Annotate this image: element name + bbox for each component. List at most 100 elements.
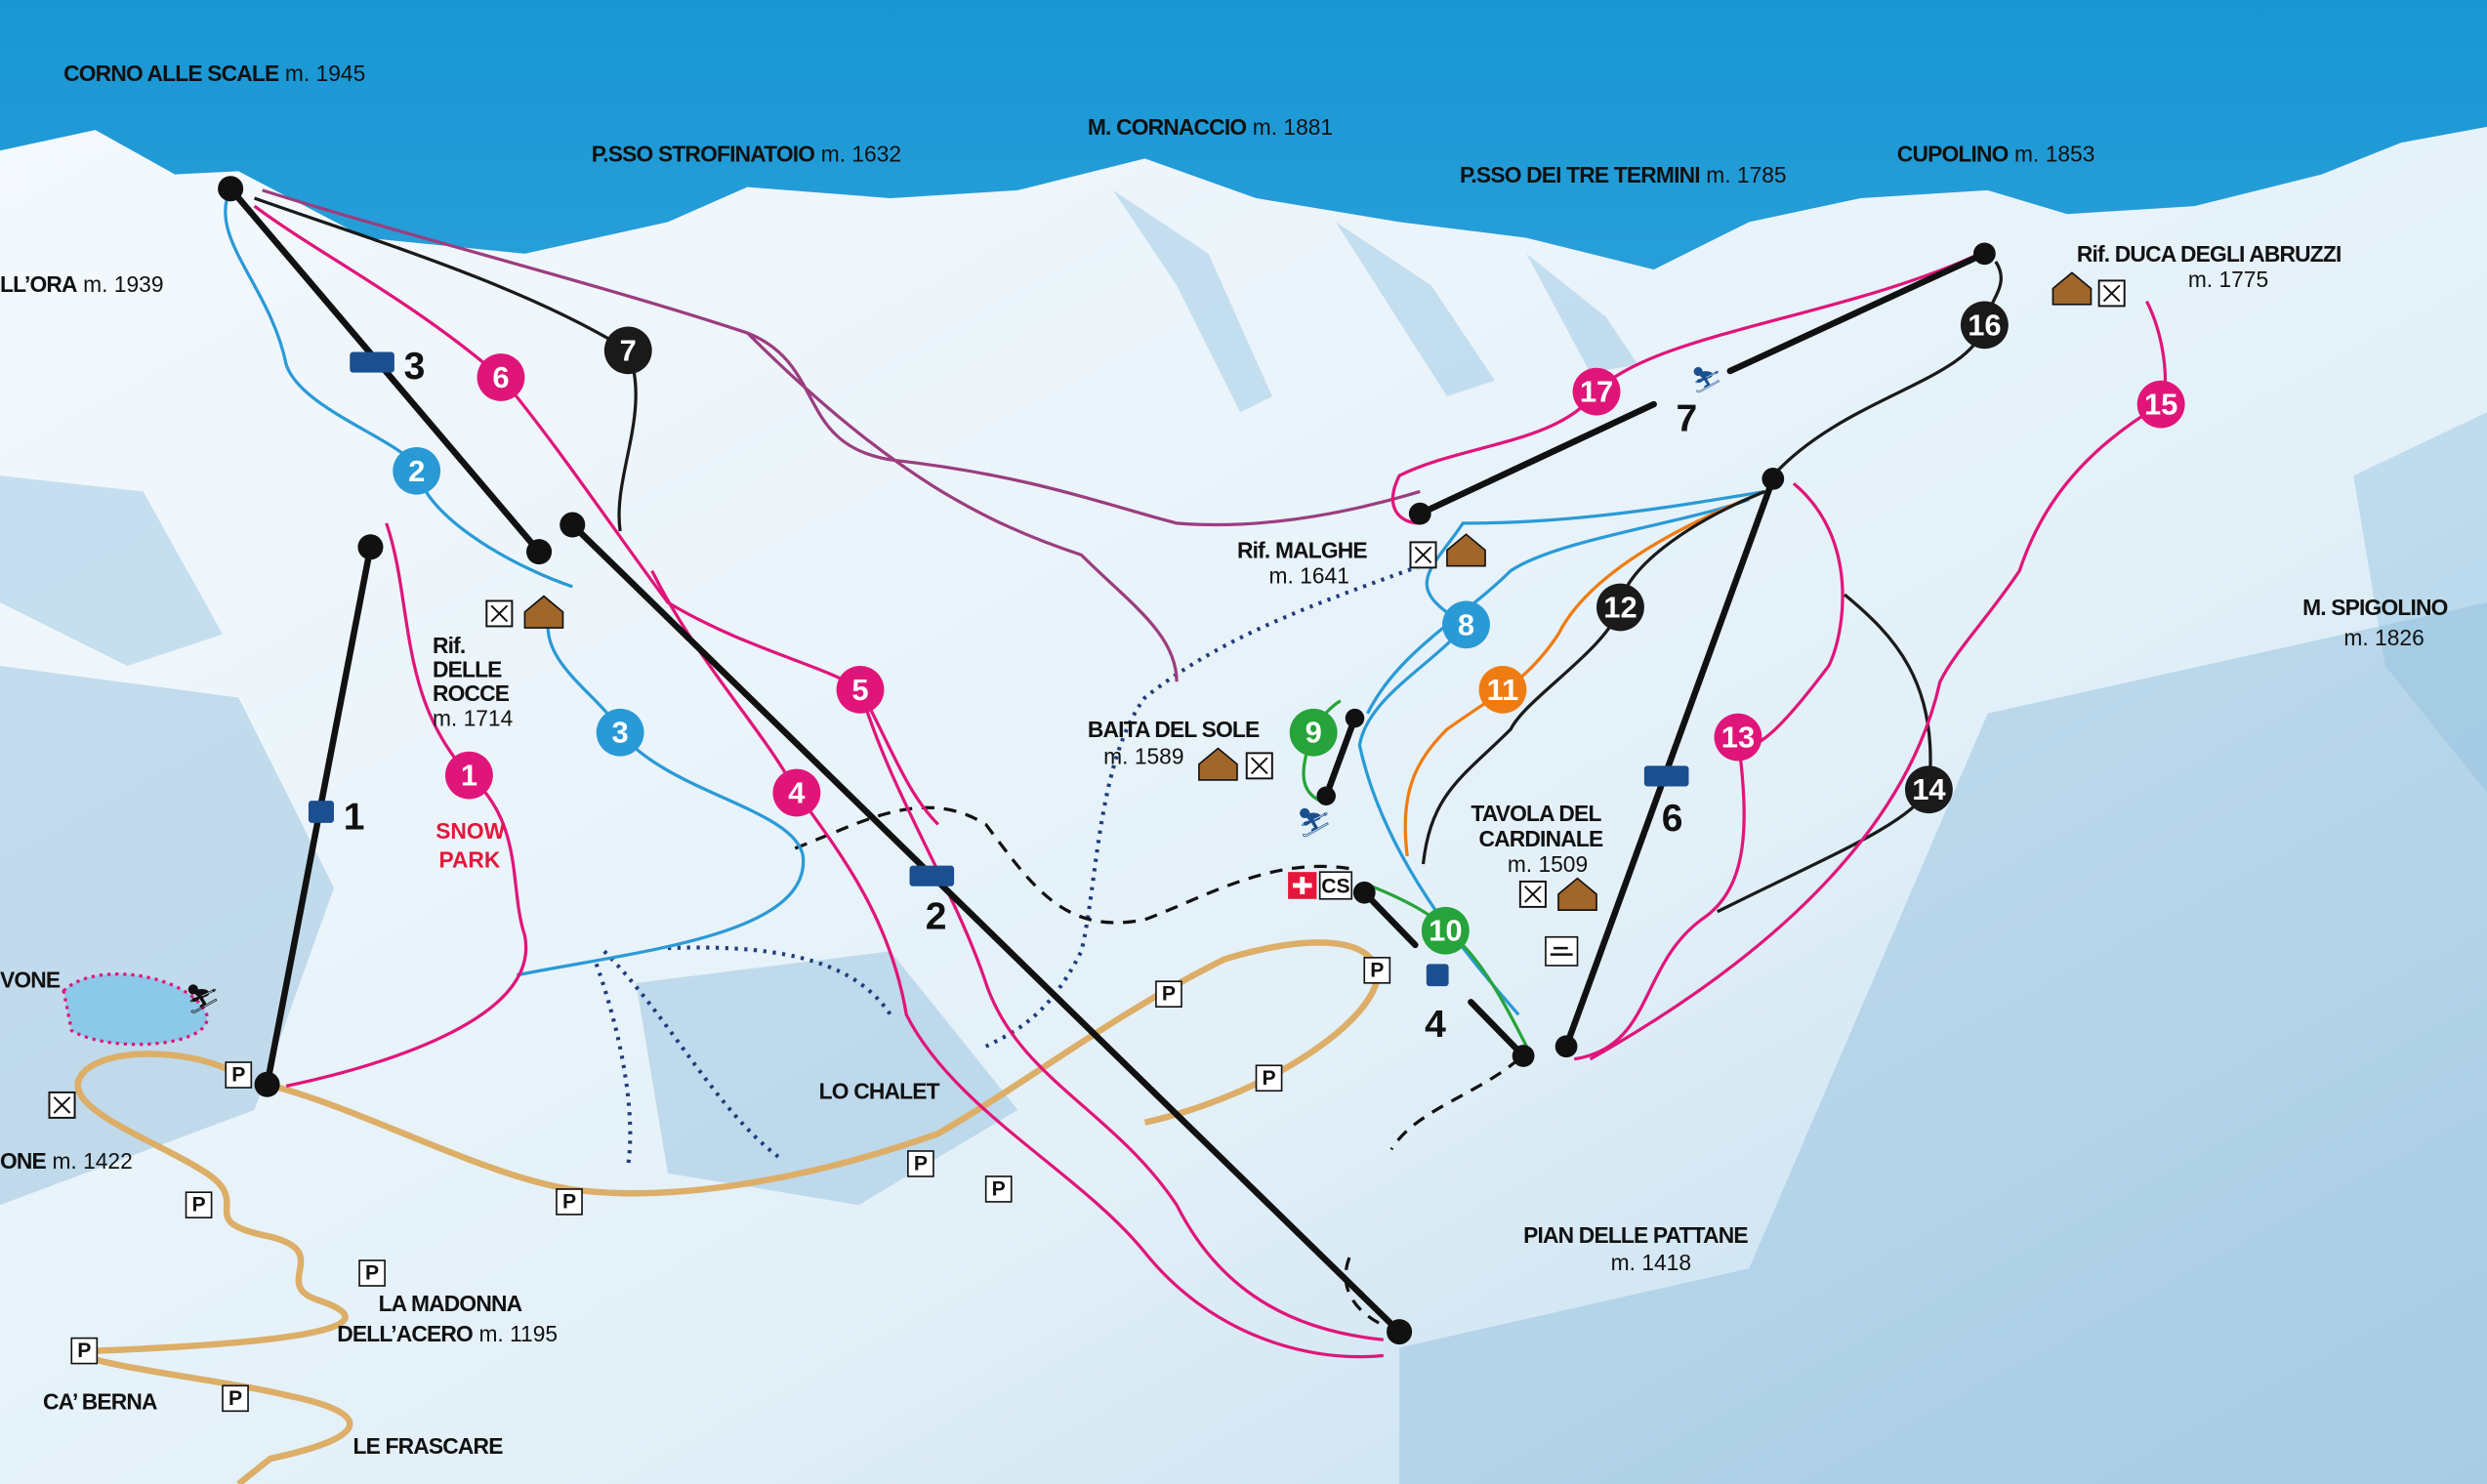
peak-label: P.SSO DEI TRE TERMINI m. 1785 xyxy=(1460,160,1787,188)
lift-4-line xyxy=(1361,889,1419,949)
restaurant-icons xyxy=(48,279,2126,1119)
hut-label: BAITA DEL SOLE xyxy=(1088,717,1260,742)
piste-marker[interactable]: 3 xyxy=(596,708,644,757)
piste-12 xyxy=(1421,489,1766,865)
piste-11 xyxy=(1403,489,1766,857)
link-path xyxy=(1344,1057,1520,1334)
svg-text:P: P xyxy=(562,1190,576,1213)
svg-text:P: P xyxy=(1162,983,1176,1006)
piste-marker[interactable]: 7 xyxy=(603,326,652,375)
lift-2-line xyxy=(569,521,1403,1336)
place-label: ONE m. 1422 xyxy=(0,1146,133,1175)
svg-text:14: 14 xyxy=(1912,772,1945,806)
svg-text:P: P xyxy=(1370,959,1384,981)
svg-text:P: P xyxy=(231,1064,245,1087)
piste-marker[interactable]: 12 xyxy=(1596,583,1644,632)
peak-label: P.SSO STROFINATOIO m. 1632 xyxy=(592,140,901,168)
skilift-icon: ⛷ xyxy=(1690,366,1722,394)
svg-text:15: 15 xyxy=(2144,388,2177,422)
svg-text:11: 11 xyxy=(1487,673,1519,707)
peak-altitude: m. 1826 xyxy=(2343,625,2424,650)
parking-icons: P P P P P P P P P P P xyxy=(70,957,1391,1413)
piste-marker[interactable]: 13 xyxy=(1714,713,1762,762)
svg-text:P: P xyxy=(77,1340,91,1362)
hut-label: DELLE xyxy=(433,656,502,681)
place-label: DELL’ACERO m. 1195 xyxy=(337,1319,558,1347)
svg-text:4: 4 xyxy=(788,775,805,809)
peak-label: CORNO ALLE SCALE m. 1945 xyxy=(63,59,365,87)
hut-label: TAVOLA DEL xyxy=(1471,801,1601,826)
place-label: VONE xyxy=(0,968,61,993)
piste-marker[interactable]: 1 xyxy=(444,751,493,800)
piste-marker[interactable]: 14 xyxy=(1904,765,1953,814)
lift-4-line xyxy=(1468,999,1527,1059)
lift-label: 1 xyxy=(344,796,365,838)
hut-altitude: m. 1775 xyxy=(2188,267,2268,292)
lift-label: 4 xyxy=(1425,1004,1446,1046)
piste-marker[interactable]: 8 xyxy=(1442,600,1490,649)
hut-label: Rif. MALGHE xyxy=(1237,538,1367,563)
baby-lift-line xyxy=(1322,715,1358,800)
cs-icon: CS xyxy=(1318,871,1353,900)
hut-icons xyxy=(523,271,2093,911)
place-label: LE FRASCARE xyxy=(353,1433,504,1459)
snow-park-label[interactable]: PARK xyxy=(438,846,500,872)
peak-label: CUPOLINO m. 1853 xyxy=(1897,140,2095,168)
piste-marker[interactable]: 6 xyxy=(477,353,525,401)
first-aid-icon xyxy=(1288,872,1317,899)
lift-label: 7 xyxy=(1676,398,1697,440)
piste-marker[interactable]: 16 xyxy=(1960,301,2009,350)
svg-text:P: P xyxy=(914,1152,928,1175)
svg-text:P: P xyxy=(192,1194,206,1216)
hut-altitude: m. 1509 xyxy=(1508,851,1588,877)
lift-7-line xyxy=(1726,250,1988,375)
hut-altitude: m. 1641 xyxy=(1269,563,1349,589)
svg-text:8: 8 xyxy=(1458,607,1474,641)
lake xyxy=(62,972,209,1047)
svg-text:12: 12 xyxy=(1603,590,1637,624)
hut-label: Rif. DUCA DEGLI ABRUZZI xyxy=(2077,241,2342,267)
skier-icon: ⛷ xyxy=(185,984,221,1015)
piste-2 xyxy=(224,187,573,589)
place-altitude: m. 1418 xyxy=(1611,1250,1691,1275)
hut-label: ROCCE xyxy=(433,680,510,706)
place-label: LO CHALET xyxy=(819,1078,940,1103)
piste-marker[interactable]: 4 xyxy=(772,768,821,817)
svg-text:3: 3 xyxy=(612,716,629,750)
piste-marker[interactable]: 17 xyxy=(1572,367,1621,416)
piste-marker[interactable]: 9 xyxy=(1289,708,1338,757)
svg-text:CS: CS xyxy=(1321,875,1349,897)
road xyxy=(74,1051,353,1484)
piste-purple xyxy=(262,188,1421,682)
piste-17 xyxy=(1391,252,1981,525)
road xyxy=(266,939,1381,1197)
lift-stations xyxy=(218,176,1996,1345)
svg-text:2: 2 xyxy=(408,454,425,488)
piste-4 xyxy=(650,569,1384,1359)
gondola-icons xyxy=(308,351,1689,987)
piste-marker[interactable]: 5 xyxy=(836,666,885,714)
svg-text:1: 1 xyxy=(461,759,477,793)
piste-7 xyxy=(254,196,638,532)
piste-6 xyxy=(253,204,939,826)
mountains xyxy=(0,126,2487,1484)
hut-altitude: m. 1714 xyxy=(433,706,513,731)
snow-park-label[interactable]: SNOW xyxy=(435,818,505,844)
piste-8b xyxy=(1366,498,1750,715)
lift-label: 2 xyxy=(926,896,947,938)
piste-marker[interactable]: 15 xyxy=(2136,380,2185,429)
piste-marker[interactable]: 2 xyxy=(393,446,441,495)
place-label: LA MADONNA xyxy=(379,1291,522,1316)
svg-text:P: P xyxy=(992,1177,1006,1200)
piste-marker[interactable]: 11 xyxy=(1478,666,1527,714)
svg-text:10: 10 xyxy=(1429,914,1462,948)
piste-3 xyxy=(516,618,806,977)
svg-text:6: 6 xyxy=(492,360,509,394)
piste-1 xyxy=(285,522,528,1088)
lift-7-line xyxy=(1417,400,1657,517)
peak-label: M. SPIGOLINO xyxy=(2302,595,2448,620)
place-label: PIAN DELLE PATTANE xyxy=(1523,1222,1748,1248)
lift-6-line xyxy=(1562,475,1777,1051)
piste-marker[interactable]: 10 xyxy=(1421,906,1470,955)
skier-icon: ⛷ xyxy=(1296,808,1332,840)
